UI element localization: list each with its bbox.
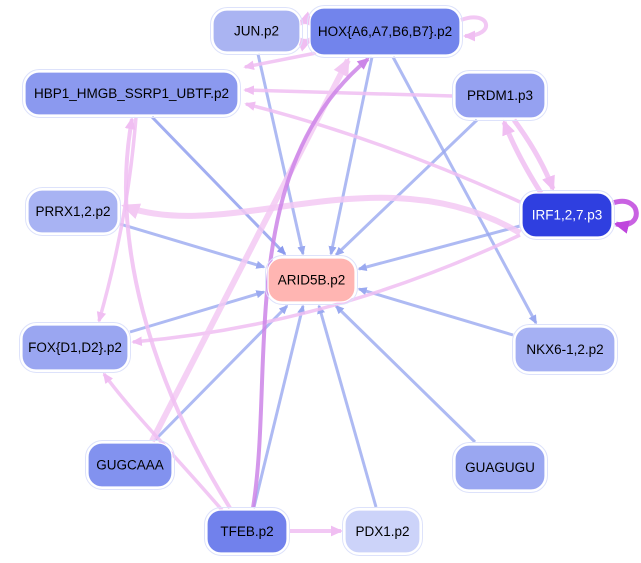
edge-hox-to-hbp1 bbox=[243, 51, 317, 70]
node-prdm1-p3[interactable]: PRDM1.p3 bbox=[452, 70, 548, 121]
node-tfeb-p2[interactable]: TFEB.p2 bbox=[204, 507, 290, 556]
node-label: TFEB.p2 bbox=[220, 524, 273, 539]
node-fox[interactable]: FOX{D1,D2}.p2 bbox=[19, 322, 131, 373]
node-shape bbox=[454, 444, 546, 491]
node-pdx1-p2[interactable]: PDX1.p2 bbox=[342, 507, 423, 556]
edge-irf-to-irf bbox=[612, 198, 639, 234]
node-halo bbox=[85, 440, 175, 490]
node-label: FOX{D1,D2}.p2 bbox=[28, 340, 122, 355]
node-shape bbox=[87, 442, 173, 488]
node-halo bbox=[512, 324, 618, 375]
edge-hox-to-nkx6 bbox=[391, 56, 538, 325]
node-halo bbox=[22, 69, 241, 118]
node-label: HBP1_HMGB_SSRP1_UBTF.p2 bbox=[34, 86, 229, 101]
edge-hox-to-hox bbox=[460, 15, 488, 42]
edge-tfeb-p2-to-hbp1 bbox=[124, 116, 232, 510]
node-nkx6[interactable]: NKX6-1,2.p2 bbox=[512, 324, 618, 375]
edge-guagugu-to-arid5b-p2 bbox=[334, 304, 477, 444]
node-shape bbox=[344, 509, 421, 554]
node-shape bbox=[206, 509, 288, 554]
edge-irf-to-hbp1 bbox=[244, 101, 521, 204]
edge-irf-to-prdm1-p3 bbox=[501, 119, 544, 195]
edge-nkx6-to-arid5b-p2 bbox=[357, 287, 514, 337]
node-halo bbox=[25, 187, 121, 236]
node-shape bbox=[454, 72, 546, 119]
node-shape bbox=[309, 7, 461, 56]
node-label: IRF1,2,7.p3 bbox=[532, 208, 603, 223]
node-label: PRRX1,2.p2 bbox=[35, 204, 110, 219]
edge-hbp1-to-arid5b-p2 bbox=[150, 115, 287, 256]
node-halo bbox=[307, 5, 463, 58]
node-prrx1[interactable]: PRRX1,2.p2 bbox=[25, 187, 121, 236]
node-gugcaaa[interactable]: GUGCAAA bbox=[85, 440, 175, 490]
node-hox[interactable]: HOX{A6,A7,B6,B7}.p2 bbox=[307, 5, 463, 58]
node-halo bbox=[519, 190, 615, 240]
edge-hox-to-arid5b-p2 bbox=[328, 56, 374, 256]
node-shape bbox=[267, 257, 356, 303]
edge-tfeb-p2-to-arid5b-p2 bbox=[252, 304, 306, 508]
node-shape bbox=[21, 324, 129, 371]
edge-prrx1-to-arid5b-p2 bbox=[119, 222, 266, 269]
edge-layer bbox=[96, 11, 639, 537]
edge-prdm1-p3-to-arid5b-p2 bbox=[334, 118, 479, 257]
node-halo bbox=[452, 442, 548, 493]
node-label: PDX1.p2 bbox=[355, 524, 409, 539]
node-arid5b-p2[interactable]: ARID5B.p2 bbox=[265, 255, 358, 305]
node-hbp1[interactable]: HBP1_HMGB_SSRP1_UBTF.p2 bbox=[22, 69, 241, 118]
node-label: ARID5B.p2 bbox=[278, 273, 346, 288]
edge-fox-to-arid5b-p2 bbox=[129, 290, 266, 334]
node-shape bbox=[212, 9, 301, 53]
node-label: JUN.p2 bbox=[234, 24, 279, 39]
node-shape bbox=[27, 189, 119, 234]
node-halo bbox=[19, 322, 131, 373]
node-jun-p2[interactable]: JUN.p2 bbox=[210, 7, 303, 55]
edge-jun-p2-to-arid5b-p2 bbox=[256, 53, 306, 256]
edge-gugcaaa-to-arid5b-p2 bbox=[153, 304, 289, 442]
node-halo bbox=[452, 70, 548, 121]
node-label: GUAGUGU bbox=[465, 460, 535, 475]
edge-hbp1-to-fox bbox=[96, 116, 138, 323]
edge-irf-to-fox bbox=[131, 233, 521, 346]
edge-pdx1-p2-to-arid5b-p2 bbox=[317, 304, 378, 508]
edge-prdm1-p3-to-hbp1 bbox=[243, 85, 454, 98]
edge-irf-to-arid5b-p2 bbox=[357, 224, 521, 271]
node-halo bbox=[204, 507, 290, 556]
node-shape bbox=[514, 326, 616, 373]
node-label: NKX6-1,2.p2 bbox=[526, 342, 603, 357]
node-shape bbox=[521, 192, 613, 238]
node-layer: JUN.p2 HOX{A6,A7,B6,B7}.p2HBP1_HMGB_SSRP1… bbox=[19, 5, 618, 556]
node-halo bbox=[210, 7, 303, 55]
node-label: HOX{A6,A7,B6,B7}.p2 bbox=[318, 24, 452, 39]
node-halo bbox=[265, 255, 358, 305]
node-label: PRDM1.p3 bbox=[467, 88, 533, 103]
edge-tfeb-p2-to-fox bbox=[102, 372, 224, 512]
node-irf[interactable]: IRF1,2,7.p3 bbox=[519, 190, 615, 240]
edge-irf-to-prrx1 bbox=[121, 194, 522, 236]
node-halo bbox=[342, 507, 423, 556]
node-label: GUGCAAA bbox=[96, 458, 164, 473]
node-guagugu[interactable]: GUAGUGU bbox=[452, 442, 548, 493]
node-shape bbox=[24, 71, 239, 116]
edge-prdm1-p3-to-irf bbox=[511, 118, 556, 192]
